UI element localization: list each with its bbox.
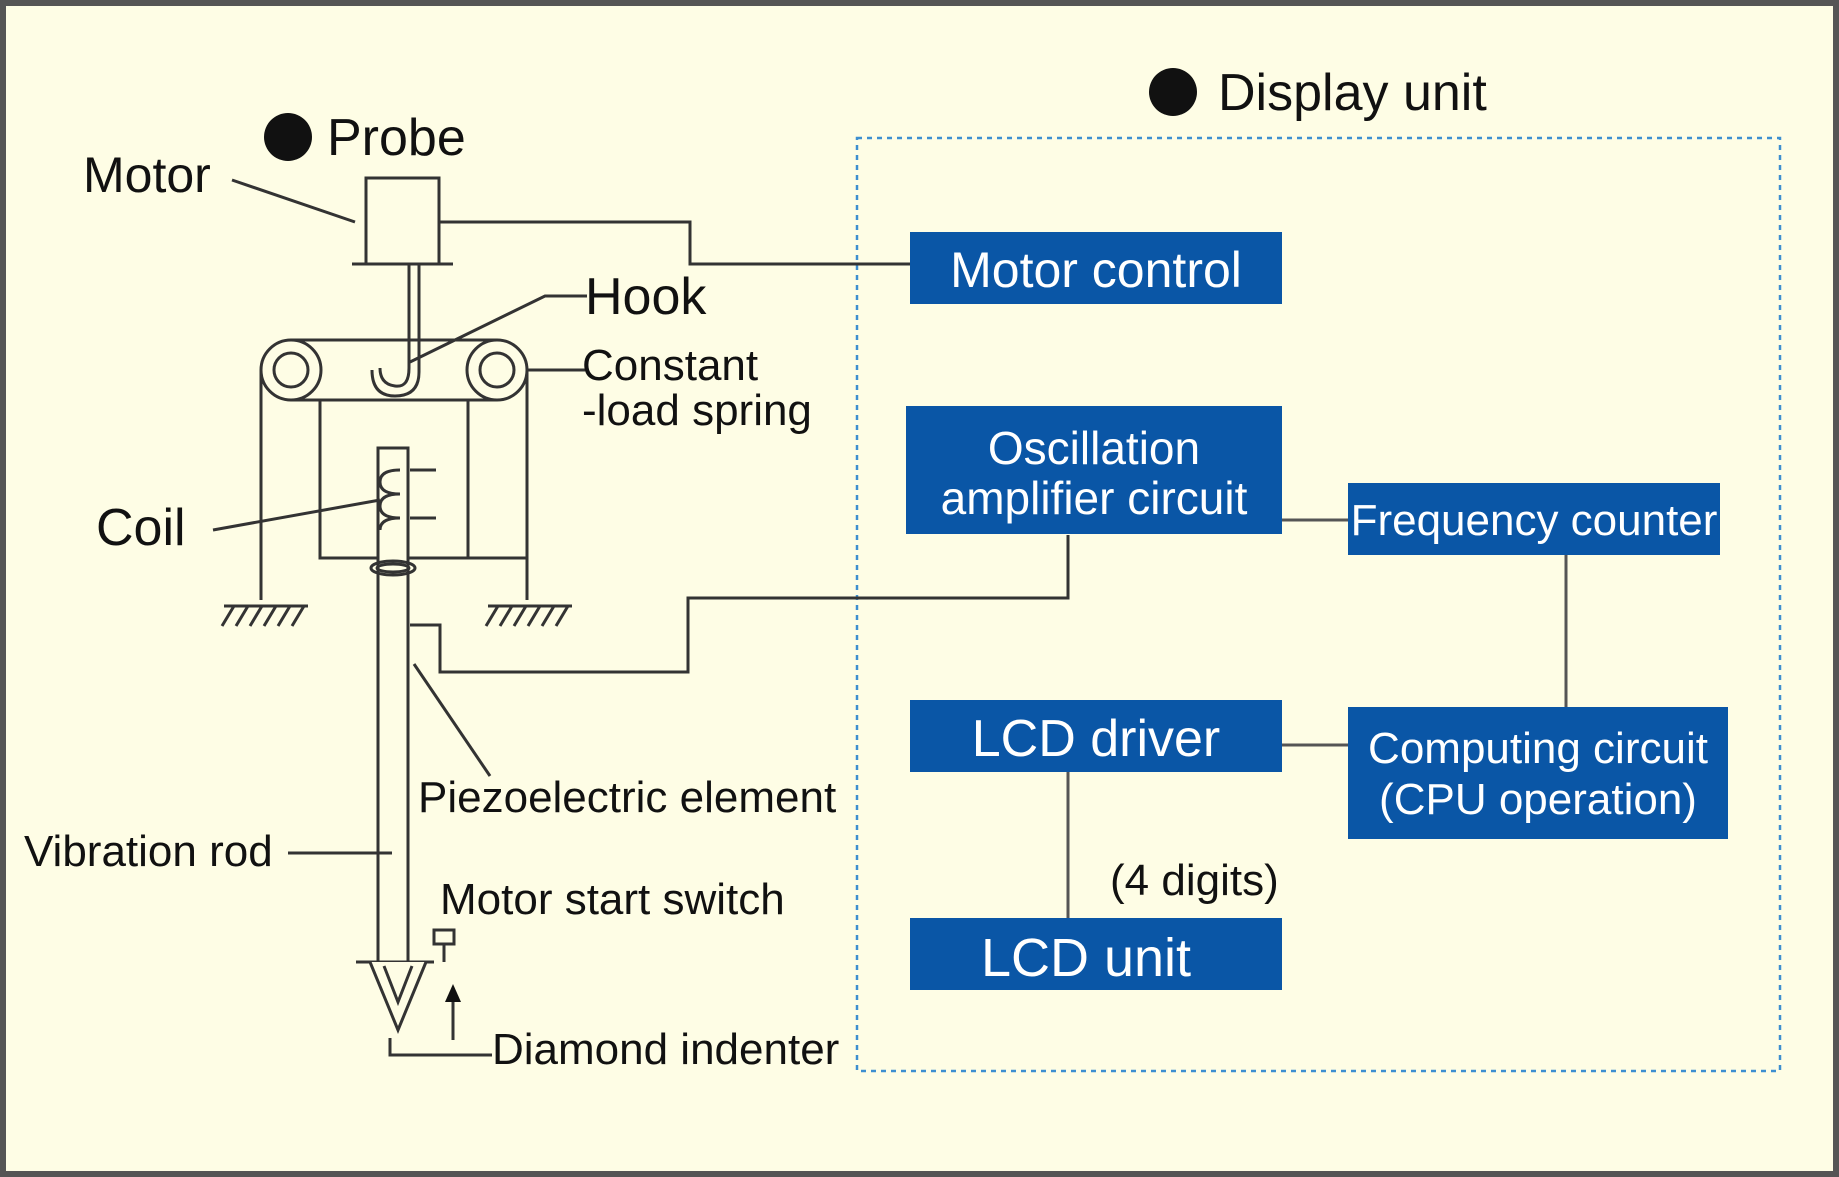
lcd-unit-label: LCD unit: [981, 928, 1191, 988]
motor-start-switch-icon: [432, 928, 456, 946]
computing-label-line2: (CPU operation): [1379, 775, 1697, 824]
spring-label-line1: Constant: [582, 341, 758, 390]
display-unit-heading: Display unit: [1218, 64, 1487, 122]
motor-body: [364, 176, 441, 266]
coil-leader-line: [212, 498, 381, 532]
probe-bullet-icon: [264, 113, 312, 161]
motor-control-label: Motor control: [950, 242, 1242, 298]
right-pulley-inner: [478, 351, 516, 389]
display-connectors: [1066, 518, 1568, 918]
hook-shape: [370, 360, 421, 398]
oscillation-amplifier-block: [906, 406, 1282, 534]
lcd-driver-block: [910, 700, 1282, 772]
piezoelectric-label: Piezoelectric element: [418, 773, 836, 822]
display-unit-bullet-icon: [1149, 68, 1197, 116]
digits-annotation: (4 digits): [1110, 856, 1279, 905]
spring-label-line2: -load spring: [582, 386, 812, 435]
probe-heading: Probe: [327, 109, 466, 167]
vibration-rod-body: [376, 446, 410, 968]
frequency-counter-block: [1348, 483, 1720, 555]
diamond-indenter-shape: [368, 961, 428, 1034]
piezo-leader-line: [412, 663, 492, 777]
lcd-unit-block: [910, 918, 1282, 990]
motor-control-block: [910, 232, 1282, 304]
lcd-driver-label: LCD driver: [972, 710, 1221, 768]
indenter-leader-line: [388, 1038, 492, 1057]
computing-label-line1: Computing circuit: [1368, 724, 1708, 773]
motor-label: Motor: [83, 147, 211, 203]
coil-shape: [378, 468, 401, 531]
motor-control-wire: [439, 220, 910, 266]
coil-label: Coil: [96, 499, 186, 557]
motor-leader-line: [231, 178, 356, 224]
probe-mechanism: [212, 176, 1070, 1057]
frequency-counter-label: Frequency counter: [1351, 496, 1718, 545]
oscillation-label-line1: Oscillation: [988, 422, 1200, 474]
hook-label: Hook: [585, 268, 707, 326]
left-pulley-inner: [272, 351, 310, 389]
oscillation-label-line2: amplifier circuit: [941, 472, 1248, 524]
display-unit-region: [855, 136, 1782, 1073]
piezo-disk: [369, 559, 417, 577]
motor-start-switch-label: Motor start switch: [440, 875, 785, 924]
vibration-rod-label: Vibration rod: [24, 827, 273, 876]
diamond-indenter-label: Diamond indenter: [492, 1025, 839, 1074]
computing-circuit-block: [1348, 707, 1728, 839]
